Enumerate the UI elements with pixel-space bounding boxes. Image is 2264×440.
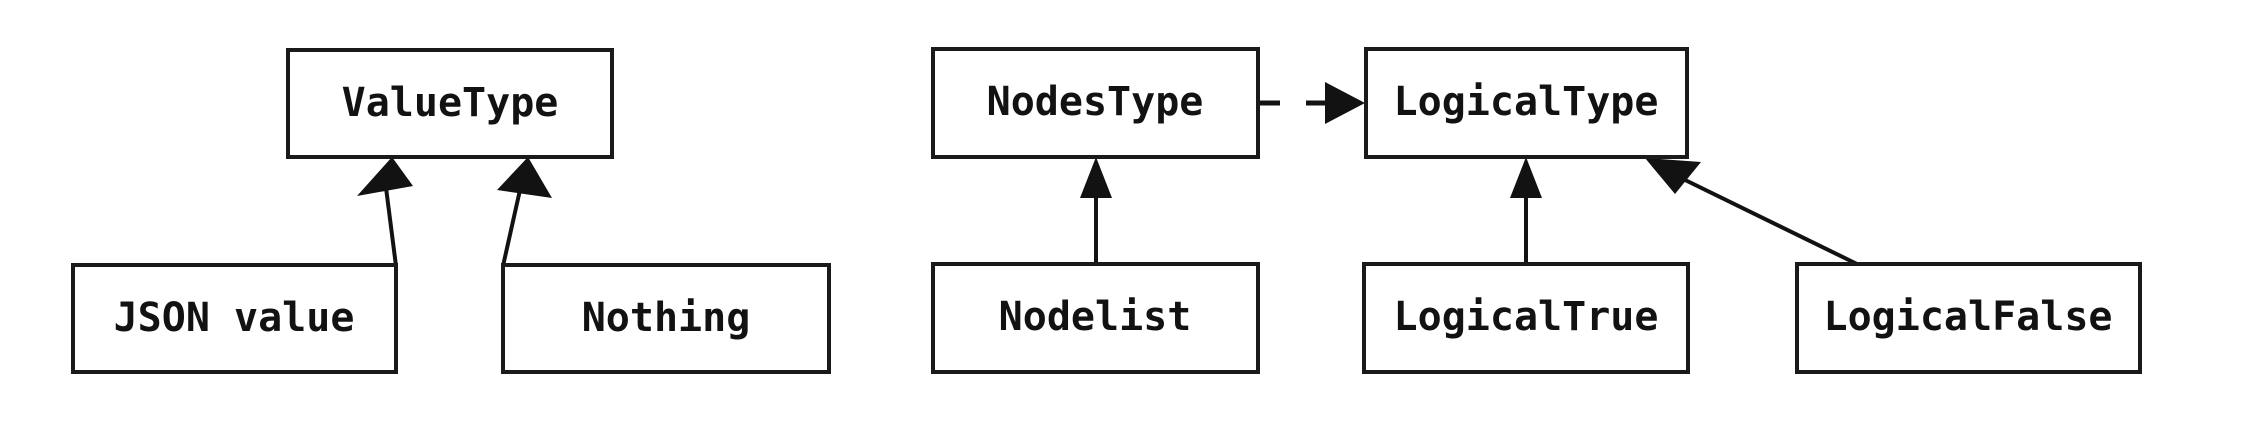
- class-node-logicaltrue[interactable]: LogicalTrue: [1362, 262, 1690, 374]
- filled-triangle-arrowhead: [1325, 82, 1365, 124]
- filled-triangle-arrowhead: [497, 157, 552, 198]
- filled-triangle-arrowhead: [1645, 158, 1701, 194]
- class-node-logicaltype[interactable]: LogicalType: [1364, 47, 1689, 159]
- class-node-jsonvalue[interactable]: JSON value: [71, 263, 398, 374]
- filled-triangle-arrowhead: [357, 157, 413, 196]
- class-node-logicalfalse[interactable]: LogicalFalse: [1795, 262, 2142, 374]
- edge-jsonvalue-to-valuetype: [357, 157, 413, 267]
- edge-logicalfalse-to-logicaltype: [1645, 158, 1858, 266]
- class-node-nodestype[interactable]: NodesType: [931, 47, 1260, 159]
- filled-triangle-arrowhead: [1510, 157, 1542, 198]
- class-node-label: LogicalTrue: [1394, 294, 1659, 340]
- class-node-label: ValueType: [342, 80, 559, 126]
- class-node-nodelist[interactable]: Nodelist: [931, 262, 1260, 374]
- class-node-nothing[interactable]: Nothing: [501, 263, 831, 374]
- class-node-label: Nodelist: [999, 294, 1192, 340]
- filled-triangle-arrowhead: [1080, 157, 1112, 198]
- class-node-label: LogicalType: [1394, 79, 1659, 125]
- edge-logicaltrue-to-logicaltype: [1510, 157, 1542, 264]
- class-node-label: NodesType: [987, 79, 1204, 125]
- edge-nothing-to-valuetype: [497, 157, 552, 267]
- class-node-label: Nothing: [582, 295, 751, 341]
- class-node-valuetype[interactable]: ValueType: [286, 48, 614, 159]
- class-node-label: JSON value: [114, 295, 355, 341]
- class-node-label: LogicalFalse: [1824, 294, 2113, 340]
- edge-nodelist-to-nodestype: [1080, 157, 1112, 264]
- edge-nodestype-to-logicaltype: [1258, 82, 1365, 124]
